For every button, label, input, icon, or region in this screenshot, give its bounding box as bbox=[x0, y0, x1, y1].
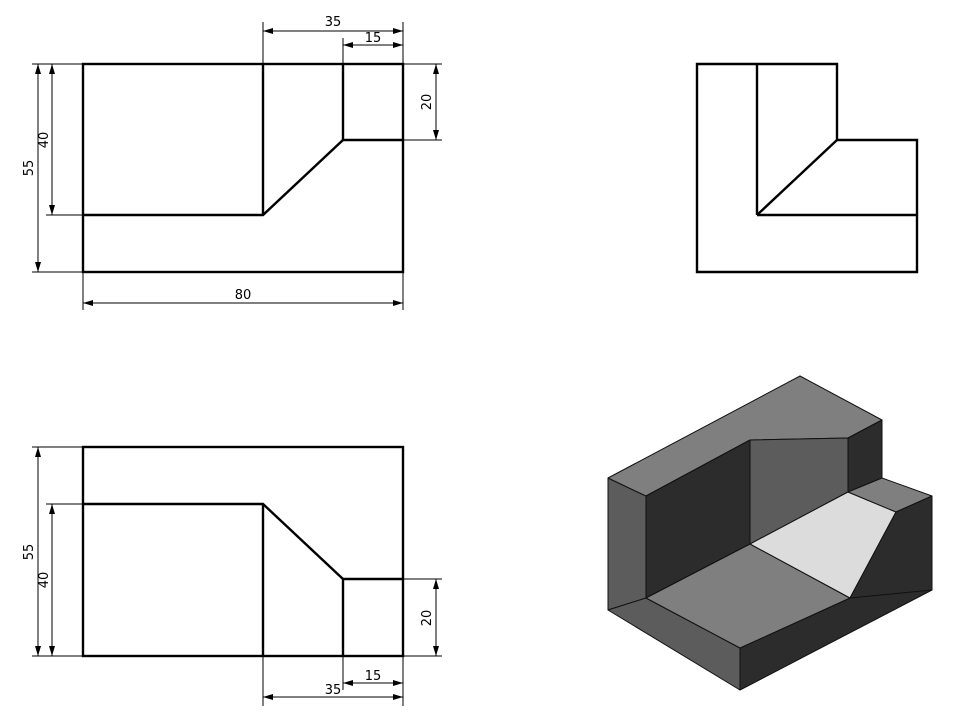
front-view-outer-rect bbox=[81, 62, 405, 274]
side-view-outline bbox=[695, 62, 919, 274]
dimension-text: 35 bbox=[325, 15, 342, 30]
dimension-text: 40 bbox=[37, 132, 52, 149]
bottom-view-outer-rect bbox=[81, 445, 405, 658]
iso-wall-left-face bbox=[607, 477, 647, 611]
iso-step-right-face bbox=[849, 495, 933, 599]
dimension-40-left: 40 bbox=[37, 64, 83, 216]
dimension-15-bottom: 15 bbox=[342, 656, 404, 706]
dimension-20-right-bottom: 20 bbox=[403, 578, 442, 657]
side-view-slope-edge bbox=[756, 139, 838, 216]
dimension-text: 55 bbox=[22, 160, 37, 177]
dimension-40-left-bottom: 40 bbox=[37, 503, 83, 656]
isometric-view bbox=[607, 375, 933, 691]
dimension-text: 20 bbox=[420, 610, 435, 627]
dimension-text: 15 bbox=[365, 31, 382, 46]
dimension-80-bottom: 80 bbox=[82, 272, 404, 310]
dimension-15-top: 15 bbox=[342, 31, 403, 64]
dimension-35-top: 35 bbox=[262, 15, 404, 64]
dimension-20-right: 20 bbox=[403, 63, 442, 141]
dimension-55-left: 55 bbox=[22, 63, 83, 273]
dimension-text: 20 bbox=[420, 94, 435, 111]
dimension-text: 80 bbox=[235, 288, 252, 303]
dimension-text: 55 bbox=[22, 544, 37, 561]
dimension-35-bottom: 35 bbox=[262, 656, 403, 706]
dimension-55-left-bottom: 55 bbox=[22, 446, 83, 657]
front-view-profile-line bbox=[83, 138, 403, 217]
bottom-view-outline bbox=[81, 445, 405, 658]
side-view bbox=[695, 62, 919, 274]
bottom-view-profile-line bbox=[83, 502, 403, 581]
dimension-text: 35 bbox=[325, 683, 342, 698]
bottom-view: 55 40 20 15 bbox=[22, 445, 442, 706]
front-view: 35 15 20 55 bbox=[22, 15, 442, 310]
dimension-text: 40 bbox=[37, 572, 52, 589]
dimension-text: 15 bbox=[365, 669, 382, 684]
front-view-outline bbox=[81, 62, 405, 274]
